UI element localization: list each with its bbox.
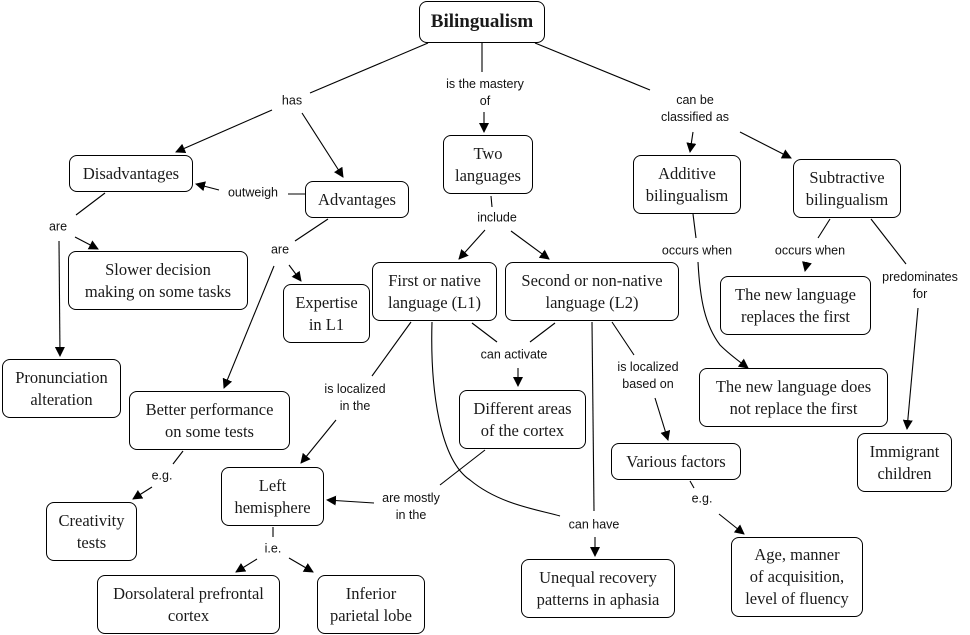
link-ie: i.e.: [263, 540, 283, 558]
edge-ie-dorsolateral: [235, 558, 258, 573]
node-expertise-l1[interactable]: Expertise in L1: [283, 284, 370, 343]
node-left-hemisphere[interactable]: Left hemisphere: [221, 467, 324, 526]
edge-various-eg: [689, 480, 695, 489]
edge-localized-left: [300, 419, 337, 464]
edge-cortex-mostly: [439, 449, 486, 486]
node-different-areas[interactable]: Different areas of the cortex: [459, 390, 586, 449]
link-localized-based-on: is localized based on: [616, 359, 680, 393]
node-l2[interactable]: Second or non-native language (L2): [505, 262, 679, 321]
node-age-manner[interactable]: Age, manner of acquisition, level of flu…: [731, 537, 863, 617]
node-better-performance[interactable]: Better performance on some tests: [129, 391, 290, 450]
edge-disadvantages-are: [75, 192, 106, 216]
edge-additive-occurs: [692, 213, 697, 239]
node-disadvantages[interactable]: Disadvantages: [69, 155, 193, 192]
edge-subtractive-predominates: [870, 218, 907, 265]
edge-l2-activate: [529, 322, 556, 343]
edge-are-better: [222, 265, 275, 389]
edge-better-eg: [172, 450, 184, 465]
link-are-disadvantages: are: [47, 218, 69, 236]
node-inferior-parietal[interactable]: Inferior parietal lobe: [317, 575, 425, 634]
edge-classified-additive: [686, 131, 697, 153]
node-advantages[interactable]: Advantages: [305, 181, 409, 218]
edge-are-slower: [74, 236, 99, 250]
node-pronunciation[interactable]: Pronunciation alteration: [2, 359, 121, 418]
edge-include-l1: [458, 229, 486, 260]
edge-eg-creativity: [132, 486, 153, 500]
edge-eg-age: [718, 513, 745, 535]
link-mostly-in-the: are mostly in the: [381, 490, 441, 524]
edge-l1-activate: [471, 322, 498, 343]
node-immigrant-children[interactable]: Immigrant children: [857, 433, 952, 492]
link-are-advantages: are: [269, 241, 291, 259]
edge-l2-localizedbased: [611, 321, 635, 356]
edge-mostly-left: [326, 495, 375, 506]
edge-bilingualism-has: [309, 42, 429, 94]
edge-bilingualism-classified: [534, 42, 651, 91]
link-occurs-when-additive: occurs when: [660, 242, 734, 260]
edge-localizedbased-various: [654, 397, 671, 441]
node-various-factors[interactable]: Various factors: [611, 443, 741, 480]
edge-l1-localized: [371, 321, 412, 377]
edge-l1-canhave-curve: [431, 321, 561, 517]
node-slower-decision[interactable]: Slower decision making on some tasks: [68, 251, 248, 310]
link-mastery-of: is the mastery of: [445, 76, 525, 110]
link-can-have: can have: [567, 516, 621, 534]
node-two-languages[interactable]: Two languages: [443, 135, 533, 194]
node-replaces-first[interactable]: The new language replaces the first: [720, 276, 871, 335]
edge-occurs-replaces: [802, 261, 812, 272]
link-classified-as: can be classified as: [659, 92, 731, 126]
node-unequal-recovery[interactable]: Unequal recovery patterns in aphasia: [521, 559, 675, 618]
link-has: has: [280, 92, 304, 110]
node-dorsolateral-prefrontal[interactable]: Dorsolateral prefrontal cortex: [97, 575, 280, 634]
edge-include-l2: [510, 230, 550, 260]
edge-outweigh-disadvantages: [195, 181, 220, 192]
node-l1[interactable]: First or native language (L1): [372, 262, 497, 321]
edge-occurs-notreplace: [697, 261, 749, 369]
link-eg-tests: e.g.: [150, 467, 174, 485]
node-bilingualism[interactable]: Bilingualism: [419, 1, 545, 43]
link-localized-in-the: is localized in the: [323, 381, 387, 415]
link-eg-factors: e.g.: [690, 490, 714, 508]
edge-l2-canhave: [591, 321, 595, 512]
edge-subtractive-occurs: [817, 218, 831, 239]
node-not-replace[interactable]: The new language does not replace the fi…: [699, 368, 888, 427]
node-additive-bilingualism[interactable]: Additive bilingualism: [633, 155, 741, 214]
edge-two-include: [490, 195, 493, 208]
node-creativity-tests[interactable]: Creativity tests: [46, 502, 137, 561]
link-include: include: [476, 209, 518, 227]
edge-has-advantages: [301, 112, 344, 178]
edge-has-disadvantages: [175, 109, 273, 153]
link-predominates-for: predominates for: [881, 269, 959, 303]
link-outweigh: outweigh: [226, 184, 280, 202]
link-occurs-when-subtractive: occurs when: [773, 242, 847, 260]
edge-are-expertise: [288, 264, 302, 282]
edge-are-pronunciation: [54, 240, 65, 357]
edge-advantages-are: [294, 218, 329, 242]
edge-predominates-immigrant: [902, 307, 919, 430]
link-can-activate: can activate: [479, 346, 549, 364]
edge-ie-inferior: [288, 557, 314, 573]
edge-classified-subtractive: [739, 131, 792, 159]
node-subtractive-bilingualism[interactable]: Subtractive bilingualism: [793, 159, 901, 218]
